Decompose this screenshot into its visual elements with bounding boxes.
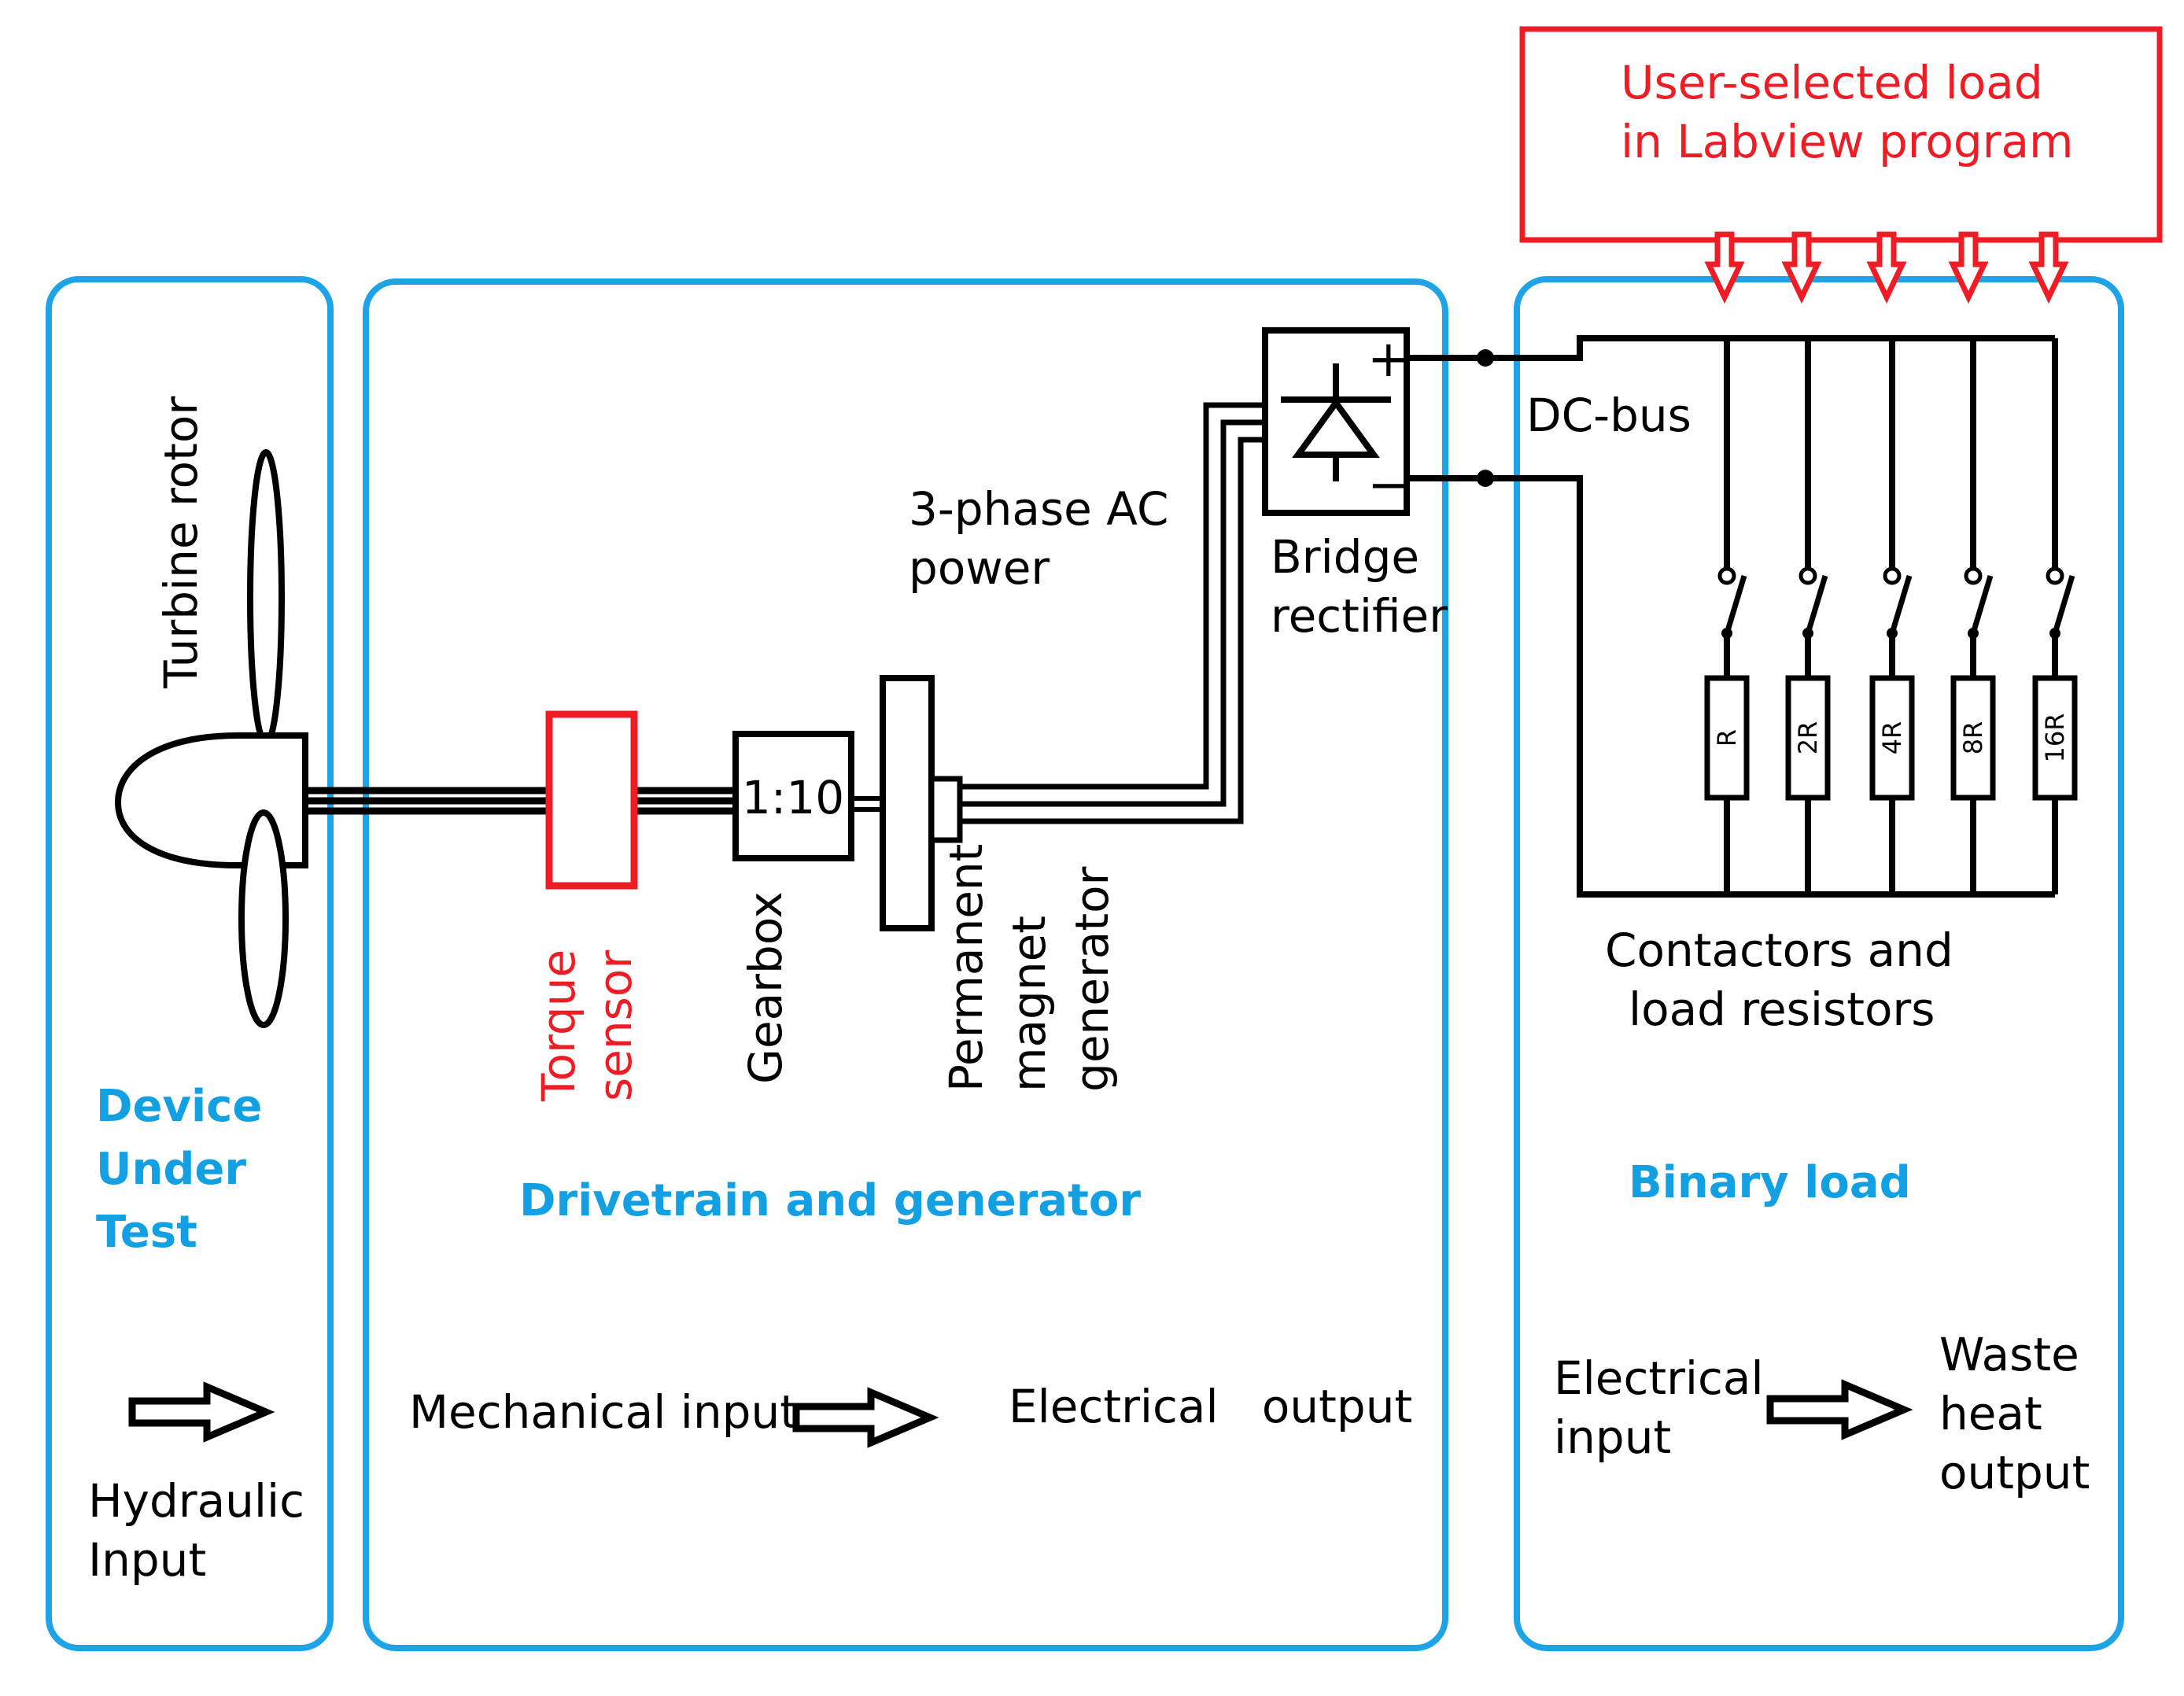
generator-label-3: generator [1065,866,1119,1092]
dc-bus-label: DC-bus [1526,389,1691,442]
labview-box [1519,26,2163,243]
flow-arrow [132,1387,266,1437]
drivetrain-title: Drivetrain and generator [519,1175,1141,1226]
electrical-input-line-1: Electrical [1554,1351,1764,1405]
ac-power-wires [960,402,1265,824]
gearbox [732,731,854,861]
resistor-bank: R 2R 4R 8R 16R [1704,338,2078,894]
rectifier-minus: − [1367,456,1410,514]
device-title-line-2: Under [96,1144,246,1195]
load-resistor [1950,675,1996,801]
electrical-input-line-2: input [1554,1410,1671,1464]
ac-power-label-2: power [909,541,1050,595]
waste-heat-line-2: heat [1939,1387,2042,1440]
resistor-label: 4R [1877,721,1907,755]
shaft [307,787,736,815]
resistor-label: 2R [1793,721,1823,755]
device-title-line-3: Test [96,1207,197,1258]
hydraulic-input-line-1: Hydraulic [88,1474,304,1528]
generator-label-1: Permanent [939,844,993,1092]
resistor-label: 16R [2040,713,2070,763]
selection-arrow [2033,234,2064,297]
rectifier-label-1: Bridge [1271,530,1419,584]
labview-text-line-1: User-selected load [1621,56,2043,109]
torque-sensor-label-1: Torque [532,949,585,1102]
svg-text:Bridge rectifier: Bridge rectifier [1271,530,1448,643]
generator-stator [880,675,935,931]
selection-arrow [1953,234,1984,297]
svg-text:Hydraulic Input: Hydraulic Input [88,1474,319,1587]
contact-node [1798,566,1817,585]
panel-drivetrain [363,278,1448,1651]
device-title-line-1: Device [96,1081,262,1132]
contactor-switch [2052,574,2075,635]
svg-text:Contactors and load resist: Contactors and load resistors [1605,924,1968,1036]
resistor-label: R [1712,729,1742,747]
mechanical-input-label: Mechanical input [409,1385,798,1439]
load-resistor [1869,675,1915,801]
bus-junction [1477,349,1494,367]
contact-node [1883,566,1902,585]
selection-arrow [1786,234,1817,297]
bus-junction [1477,470,1494,487]
gearbox-label: Gearbox [739,891,792,1084]
generator-label-2: magnet [1002,916,1056,1092]
selection-arrow [1709,234,1740,297]
contactor-switch [1970,574,1994,635]
contactor-switch [1805,574,1828,635]
svg-text:3-phase AC power: 3-phase AC power [909,482,1183,595]
ac-power-label-1: 3-phase AC [909,482,1168,536]
contact-node [2046,566,2064,585]
contactor-switch [1724,574,1747,635]
diode-icon [1281,363,1391,481]
flow-arrow [796,1392,930,1443]
contactor-switch [1889,574,1913,635]
torque-sensor-label-2: sensor [588,950,642,1101]
binary-load-title: Binary load [1629,1157,1911,1208]
svg-text:Device Under Test: Device Under Test [96,1081,278,1258]
rectifier-label-2: rectifier [1271,589,1448,643]
labview-text-line-2: in Labview program [1621,115,2074,168]
svg-text:Electrical input: Electrical input [1554,1351,1778,1464]
turbine-rotor-icon [114,449,308,1028]
panel-binary-load [1514,276,2124,1651]
svg-text:User-selected load in Labv: User-selected load in Labview program [1621,56,2074,168]
rectifier-plus: + [1367,330,1410,389]
panel-device-under-test [46,276,334,1651]
svg-text:Waste heat output: Waste heat output [1939,1328,2094,1499]
torque-sensor [545,710,638,890]
contactors-label-1: Contactors and [1605,924,1953,977]
resistor-label: 8R [1958,721,1988,755]
waste-heat-line-3: output [1939,1446,2090,1499]
flow-arrow [1770,1384,1904,1435]
contact-node [1964,566,1983,585]
selection-arrow [1871,234,1902,297]
contactors-label-2: load resistors [1629,983,1935,1036]
waste-heat-line-1: Waste [1939,1328,2079,1381]
generator-hub [928,776,963,843]
load-resistor [1785,675,1831,801]
hydraulic-input-line-2: Input [88,1533,206,1587]
electrical-output-label: Electrical output [1009,1380,1412,1433]
contact-node [1717,566,1736,585]
gearbox-ratio: 1:10 [742,771,844,824]
turbine-rotor-label: Turbine rotor [154,396,208,689]
